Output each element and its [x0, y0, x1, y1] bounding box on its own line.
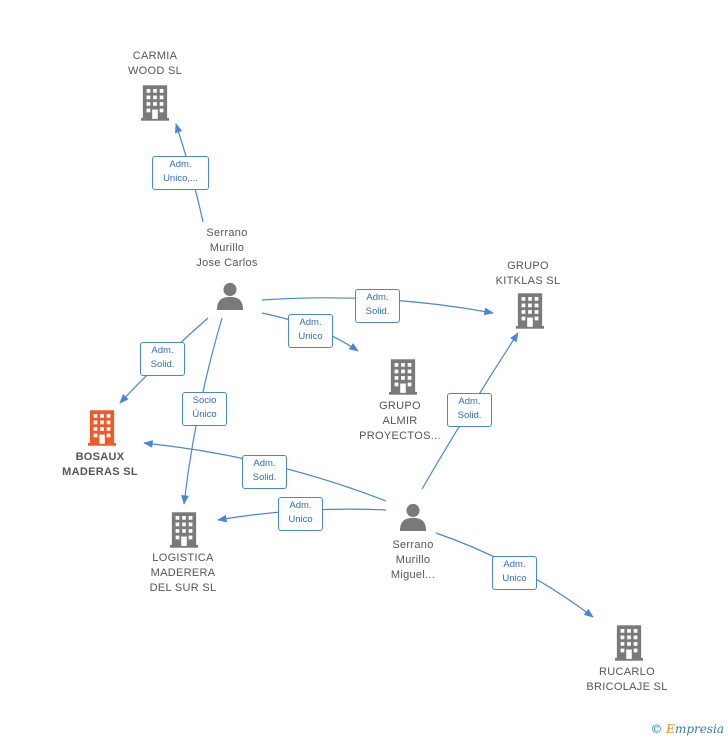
edge-label-jose-bosaux[interactable]: Adm. Solid. [140, 342, 185, 376]
brand-initial: E [666, 722, 675, 736]
edge-label-jose-almir[interactable]: Adm. Unico [288, 314, 333, 348]
node-label-line: LOGISTICA [152, 552, 214, 564]
node-label-line: Murillo [395, 554, 431, 566]
brand-footer[interactable]: © Empresia [650, 722, 724, 736]
node-label-line: BOSAUX [75, 451, 125, 463]
edge-label-line: Solid. [150, 359, 175, 370]
building-icon[interactable] [516, 293, 544, 329]
node-label-line: BRICOLAJE SL [586, 681, 668, 693]
edge-label-jose-carmia[interactable]: Adm. Unico,... [152, 156, 209, 190]
node-label-line: DEL SUR SL [149, 582, 217, 594]
edge-label-miguel-kitklas[interactable]: Adm. Solid. [447, 393, 492, 427]
building-icon[interactable] [88, 410, 116, 446]
edge-label-line: Unico [298, 331, 323, 342]
node-label-line: CARMIA [132, 50, 178, 62]
node-label-line: PROYECTOS... [359, 430, 441, 442]
edge-label-line: Unico [502, 573, 527, 584]
node-label-line: MADERAS SL [62, 466, 138, 478]
edge-label-line: Socio [192, 395, 217, 406]
edge-label-line: Solid. [252, 472, 277, 483]
node-label-bosaux[interactable]: BOSAUX MADERAS SL [50, 450, 150, 480]
edge-label-line: Adm. [169, 159, 192, 170]
node-label-rucarlo[interactable]: RUCARLO BRICOLAJE SL [572, 665, 682, 695]
person-icon[interactable] [399, 503, 427, 531]
edge-label-line: Solid. [457, 410, 482, 421]
node-label-line: ALMIR [382, 415, 418, 427]
edge-label-miguel-logistica[interactable]: Adm. Unico [278, 497, 323, 531]
edge-label-miguel-bosaux[interactable]: Adm. Solid. [242, 455, 287, 489]
building-icon[interactable] [141, 85, 169, 121]
node-label-line: Jose Carlos [196, 257, 258, 269]
person-icon[interactable] [216, 282, 244, 310]
edge-label-line: Adm. [151, 345, 174, 356]
edge-label-line: Adm. [366, 292, 389, 303]
node-label-miguel[interactable]: Serrano Murillo Miguel... [358, 538, 468, 583]
node-label-jose[interactable]: Serrano Murillo Jose Carlos [172, 226, 282, 271]
edge-label-line: Unico [288, 514, 313, 525]
edge-label-jose-kitklas[interactable]: Adm. Solid. [355, 289, 400, 323]
edge-label-line: Único [192, 409, 217, 420]
edge-label-line: Adm. [458, 396, 481, 407]
node-label-line: RUCARLO [599, 666, 655, 678]
node-label-line: KITKLAS SL [495, 275, 561, 287]
building-icon[interactable] [615, 625, 643, 661]
node-label-line: GRUPO [379, 400, 421, 412]
edge-label-line: Unico,... [163, 173, 198, 184]
copyright-icon: © [650, 722, 663, 736]
edge-label-line: Adm. [253, 458, 276, 469]
node-label-line: MADERERA [150, 567, 216, 579]
node-label-line: Murillo [209, 242, 245, 254]
node-label-line: Miguel... [390, 569, 436, 581]
edge-label-jose-logistica[interactable]: Socio Único [182, 392, 227, 426]
node-label-logistica[interactable]: LOGISTICA MADERERA DEL SUR SL [128, 551, 238, 596]
node-label-line: Serrano [206, 227, 248, 239]
node-label-line: WOOD SL [127, 65, 183, 77]
node-label-carmia[interactable]: CARMIA WOOD SL [105, 49, 205, 79]
node-label-almir[interactable]: GRUPO ALMIR PROYECTOS... [345, 399, 455, 444]
edge-label-line: Solid. [365, 306, 390, 317]
building-icon[interactable] [170, 512, 198, 548]
brand-name: mpresia [674, 722, 724, 736]
node-label-line: GRUPO [507, 260, 549, 272]
edge-label-line: Adm. [289, 500, 312, 511]
edge-label-line: Adm. [503, 559, 526, 570]
building-icon[interactable] [389, 359, 417, 395]
node-label-line: Serrano [392, 539, 434, 551]
node-label-kitklas[interactable]: GRUPO KITKLAS SL [473, 259, 583, 289]
edge-label-miguel-rucarlo[interactable]: Adm. Unico [492, 556, 537, 590]
edge-label-line: Adm. [299, 317, 322, 328]
